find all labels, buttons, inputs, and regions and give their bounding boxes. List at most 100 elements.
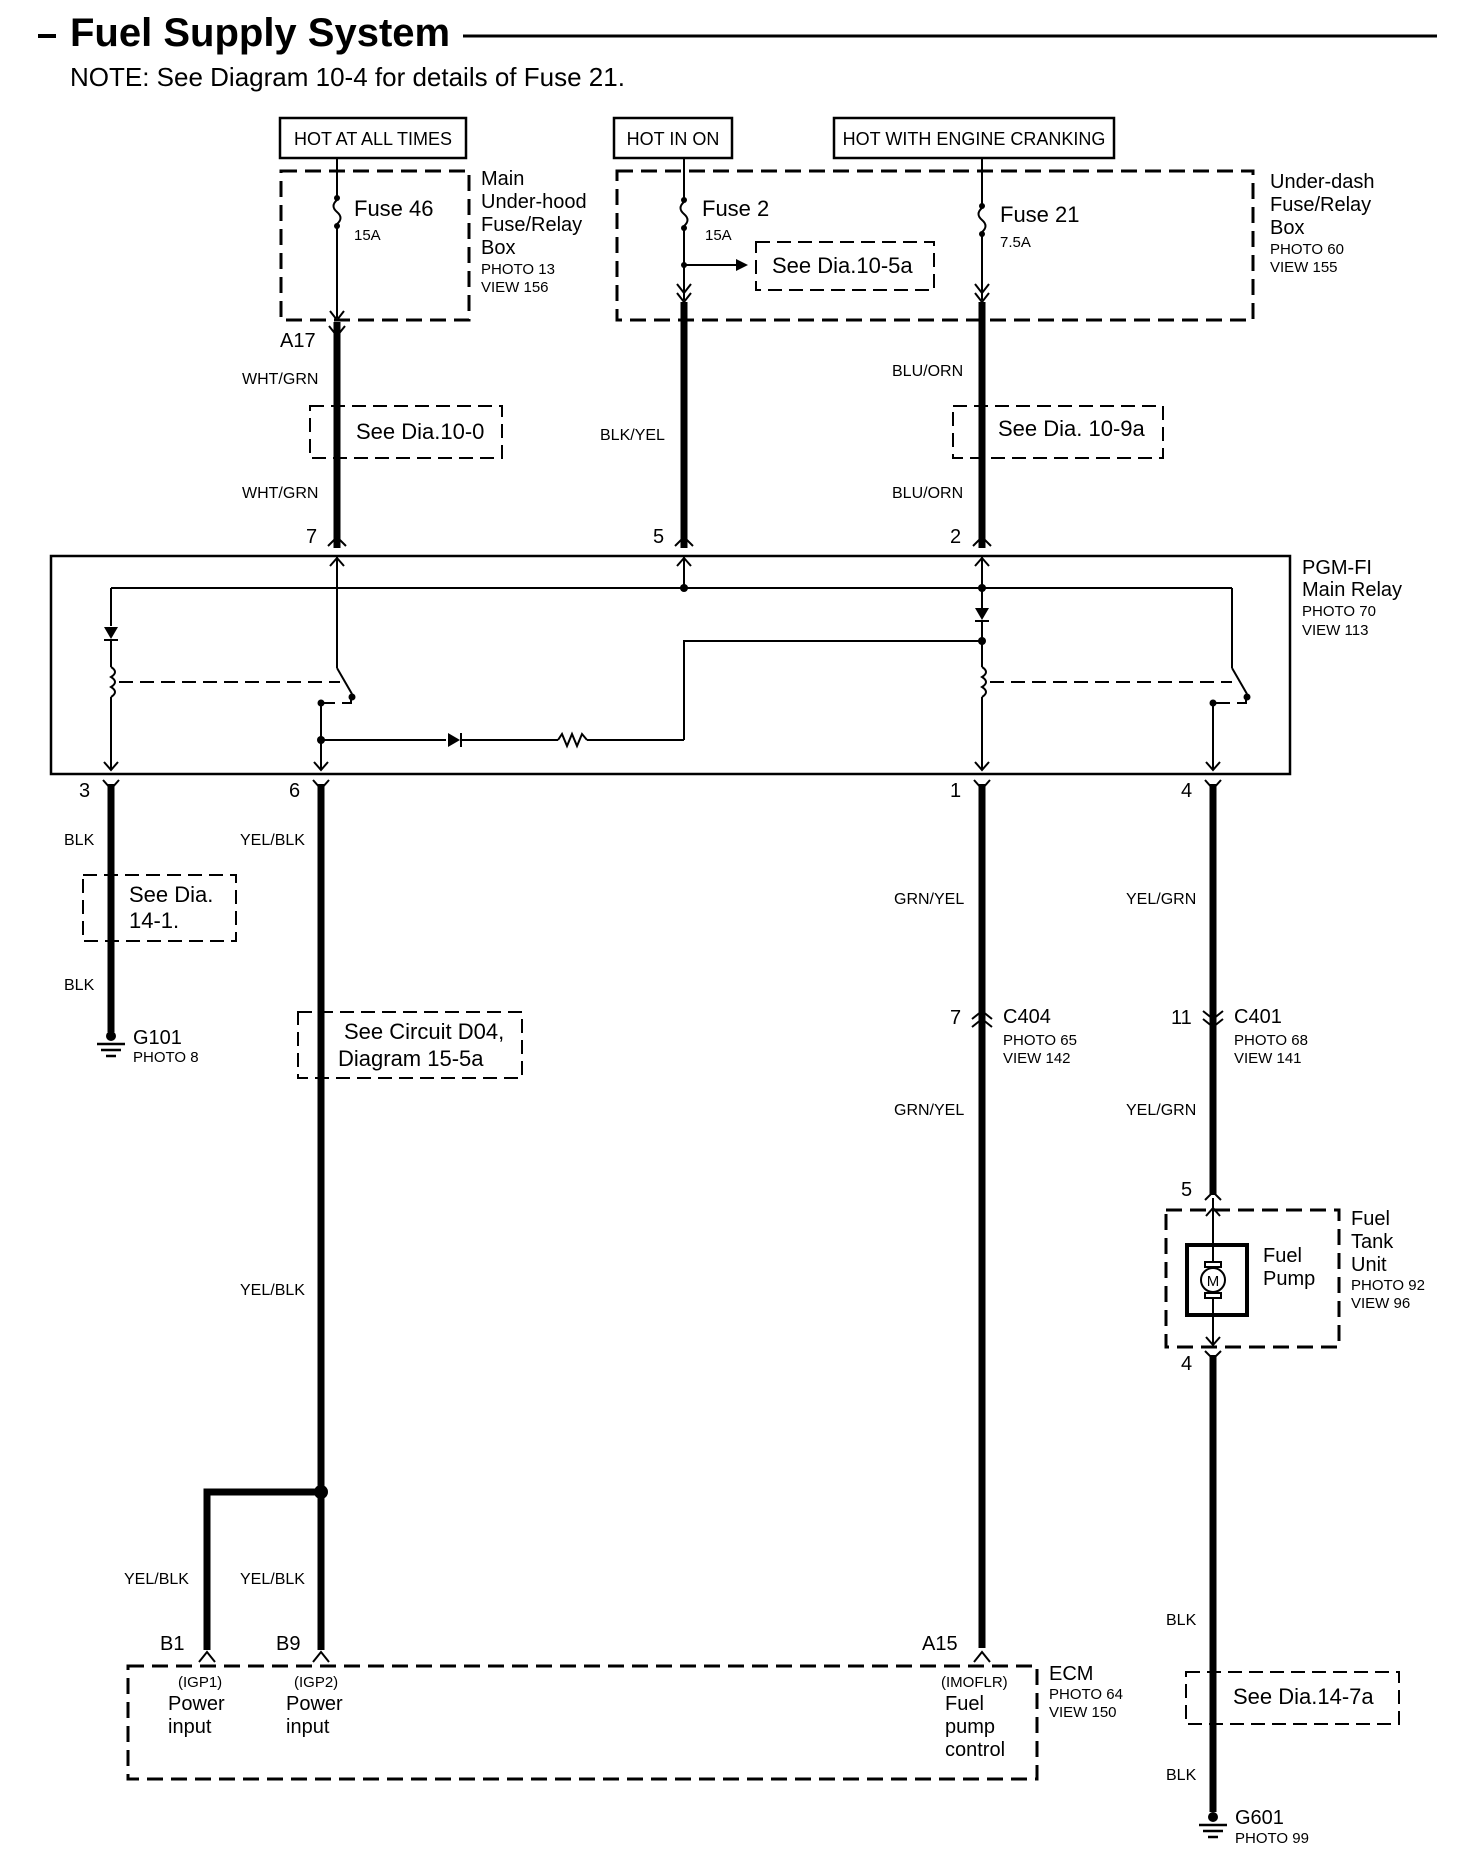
wire-label-blk-g601-upper: BLK [1166, 1612, 1197, 1629]
fuse-46-name: Fuse 46 [354, 196, 434, 221]
ref-dia-14-7a-box [1185, 1671, 1400, 1725]
ground-g101-label: G101 [133, 1027, 182, 1049]
fuel-pump-line2: Pump [1263, 1268, 1315, 1290]
ref-dia-10-5a-box [755, 241, 935, 291]
under-hood-box-outline [279, 169, 471, 322]
fuel-pump-motor-label: M [1207, 1273, 1220, 1290]
hot-cranking-box [832, 116, 1116, 160]
fuel-tank-line1: Fuel [1351, 1208, 1390, 1230]
under-hood-box-line4: Box [481, 237, 515, 259]
relay-line1: PGM-FI [1302, 557, 1372, 579]
wire-label-blk-lower: BLK [64, 977, 95, 994]
fuse-46-symbol [332, 199, 342, 225]
ref-dia-10-0: See Dia.10-0 [356, 419, 484, 444]
hot-in-on-label: HOT IN ON [627, 129, 720, 149]
page-title: Fuel Supply System [70, 11, 450, 55]
ref-circuit-d04-line1: See Circuit D04, [344, 1019, 504, 1044]
fuse-21-symbol [977, 207, 987, 233]
hot-in-on-box [612, 116, 734, 160]
connector-c401-view: VIEW 141 [1234, 1050, 1302, 1067]
ref-dia-10-9a: See Dia. 10-9a [998, 416, 1146, 441]
fuel-pump-box [1185, 1243, 1249, 1317]
under-dash-box-line1: Under-dash [1270, 171, 1375, 193]
fuse-21-name: Fuse 21 [1000, 202, 1080, 227]
ref-dia-14-1-line2: 14-1. [129, 908, 179, 933]
ecm-igp2-code: (IGP2) [294, 1674, 338, 1691]
fuel-tank-line2: Tank [1351, 1231, 1394, 1253]
ecm-imoflr-line3: pump [945, 1716, 995, 1738]
hot-at-all-times-label: HOT AT ALL TIMES [294, 129, 452, 149]
fuse-2-name: Fuse 2 [702, 196, 769, 221]
hot-at-all-times-box [278, 116, 468, 160]
fuse-2-rating: 15A [705, 227, 732, 244]
ecm-igp1-line2: Power [168, 1693, 225, 1715]
relay-pin-1: 1 [950, 780, 961, 802]
ref-circuit-d04-line2: Diagram 15-5a [338, 1046, 484, 1071]
ecm-igp1-line3: input [168, 1716, 212, 1738]
relay-outline [49, 554, 1292, 776]
relay-pin-4: 4 [1181, 780, 1192, 802]
under-dash-box-line2: Fuse/Relay [1270, 194, 1371, 216]
connector-c401-symbol [1202, 1010, 1224, 1029]
connector-c401-photo: PHOTO 68 [1234, 1032, 1308, 1049]
ecm-name: ECM [1049, 1663, 1093, 1685]
wire-label-blk-yel: BLK/YEL [600, 427, 665, 444]
wire-label-yel-blk-2: YEL/BLK [240, 1282, 305, 1299]
wire-label-wht-grn-lower: WHT/GRN [242, 485, 318, 502]
wire-label-yel-grn-upper: YEL/GRN [1126, 891, 1196, 908]
connector-c401-label: C401 [1234, 1006, 1282, 1028]
wire-label-wht-grn-upper: WHT/GRN [242, 371, 318, 388]
wire-label-blk-g601-lower: BLK [1166, 1767, 1197, 1784]
fuel-pump-line1: Fuel [1263, 1245, 1302, 1267]
under-dash-box-outline [615, 169, 1255, 322]
ground-g601-label: G601 [1235, 1807, 1284, 1829]
ground-g601-photo: PHOTO 99 [1235, 1830, 1309, 1847]
fuel-tank-view: VIEW 96 [1351, 1295, 1410, 1312]
wire-label-yel-blk-3: YEL/BLK [124, 1571, 189, 1588]
under-hood-box-line1: Main [481, 168, 524, 190]
connector-c404-pin: 7 [950, 1007, 961, 1029]
ecm-imoflr-line2: Fuel [945, 1693, 984, 1715]
wire-label-yel-blk-4: YEL/BLK [240, 1571, 305, 1588]
connector-c404-label: C404 [1003, 1006, 1051, 1028]
ecm-view: VIEW 150 [1049, 1704, 1117, 1721]
under-hood-box-view: VIEW 156 [481, 279, 549, 296]
wire-label-blu-orn-upper: BLU/ORN [892, 363, 963, 380]
wire-label-grn-yel-upper: GRN/YEL [894, 891, 964, 908]
relay-internal-circuit [103, 556, 1251, 772]
under-hood-box-photo: PHOTO 13 [481, 261, 555, 278]
ground-g101-photo: PHOTO 8 [133, 1049, 199, 1066]
fuel-tank-line3: Unit [1351, 1254, 1387, 1276]
ecm-photo: PHOTO 64 [1049, 1686, 1123, 1703]
under-hood-box-line2: Under-hood [481, 191, 587, 213]
fuse-21-rating: 7.5A [1000, 234, 1031, 251]
fuel-tank-photo: PHOTO 92 [1351, 1277, 1425, 1294]
ecm-imoflr-code: (IMOFLR) [941, 1674, 1008, 1691]
page-note: NOTE: See Diagram 10-4 for details of Fu… [70, 62, 625, 92]
ecm-outline [126, 1664, 1039, 1781]
fuel-tank-pin-4: 4 [1181, 1353, 1192, 1375]
fuel-tank-pin-5: 5 [1181, 1179, 1192, 1201]
ecm-igp2-line2: Power [286, 1693, 343, 1715]
relay-line2: Main Relay [1302, 579, 1402, 601]
wire-label-grn-yel-lower: GRN/YEL [894, 1102, 964, 1119]
wire-label-blk-upper: BLK [64, 832, 95, 849]
relay-pin-6: 6 [289, 780, 300, 802]
under-dash-box-view: VIEW 155 [1270, 259, 1338, 276]
relay-view: VIEW 113 [1302, 622, 1368, 639]
ecm-igp1-code: (IGP1) [178, 1674, 222, 1691]
ref-dia-14-1-box [82, 874, 237, 942]
fuse-46-rating: 15A [354, 227, 381, 244]
fuel-tank-unit-outline [1164, 1208, 1341, 1349]
ecm-igp2-line3: input [286, 1716, 330, 1738]
terminal-a17: A17 [280, 330, 316, 352]
relay-pin-2: 2 [950, 526, 961, 548]
ground-g101-symbol [97, 1031, 125, 1058]
ref-dia-10-9a-box [952, 405, 1164, 459]
hot-cranking-label: HOT WITH ENGINE CRANKING [843, 129, 1106, 149]
fuse-2-symbol [679, 201, 689, 227]
connector-c404-symbol [971, 1009, 993, 1028]
ecm-imoflr-line4: control [945, 1739, 1005, 1761]
ref-circuit-d04-box [297, 1011, 523, 1079]
